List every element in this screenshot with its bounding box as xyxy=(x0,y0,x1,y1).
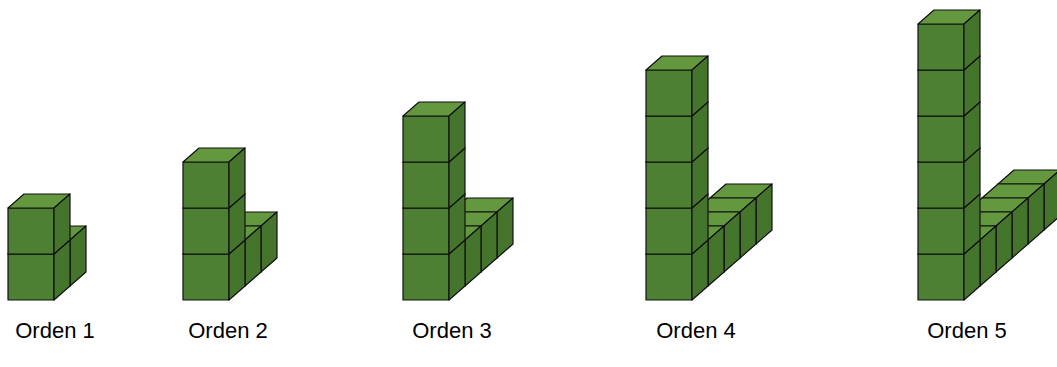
order-label: Orden 5 xyxy=(927,318,1007,344)
cube-front xyxy=(646,208,692,254)
order-label: Orden 3 xyxy=(412,318,492,344)
cube-front xyxy=(918,116,964,162)
cube-front xyxy=(403,162,449,208)
cube-front xyxy=(183,208,229,254)
cube-side xyxy=(756,184,772,244)
cube-side xyxy=(497,198,513,258)
cube-side xyxy=(481,212,497,272)
cube-front xyxy=(403,254,449,300)
cube-side xyxy=(465,226,481,286)
cube-front xyxy=(918,24,964,70)
cube-front xyxy=(646,116,692,162)
order-label: Orden 4 xyxy=(656,318,736,344)
cube-side xyxy=(980,226,996,286)
cube-front xyxy=(183,162,229,208)
cube-side xyxy=(692,56,708,116)
cube-side xyxy=(261,212,277,272)
cube-front xyxy=(918,70,964,116)
cube-side xyxy=(1028,184,1044,244)
cube-side xyxy=(245,226,261,286)
cube-side xyxy=(1044,170,1057,230)
cube-side xyxy=(964,10,980,70)
cube-side xyxy=(54,194,70,254)
order-label: Orden 1 xyxy=(15,318,95,344)
cube-side xyxy=(996,212,1012,272)
cube-side xyxy=(449,102,465,162)
cube-side xyxy=(70,226,86,286)
cube-front xyxy=(403,208,449,254)
cube-front xyxy=(646,70,692,116)
cube-front xyxy=(646,254,692,300)
cube-front xyxy=(8,254,54,300)
cube-side xyxy=(229,148,245,208)
cube-front xyxy=(918,162,964,208)
cube-front xyxy=(8,208,54,254)
cube-front xyxy=(918,208,964,254)
cube-side xyxy=(708,226,724,286)
order-label: Orden 2 xyxy=(188,318,268,344)
cube-side xyxy=(724,212,740,272)
cube-front xyxy=(183,254,229,300)
cube-front xyxy=(646,162,692,208)
cube-side xyxy=(740,198,756,258)
cube-side xyxy=(1012,198,1028,258)
cube-front xyxy=(918,254,964,300)
cube-front xyxy=(403,116,449,162)
